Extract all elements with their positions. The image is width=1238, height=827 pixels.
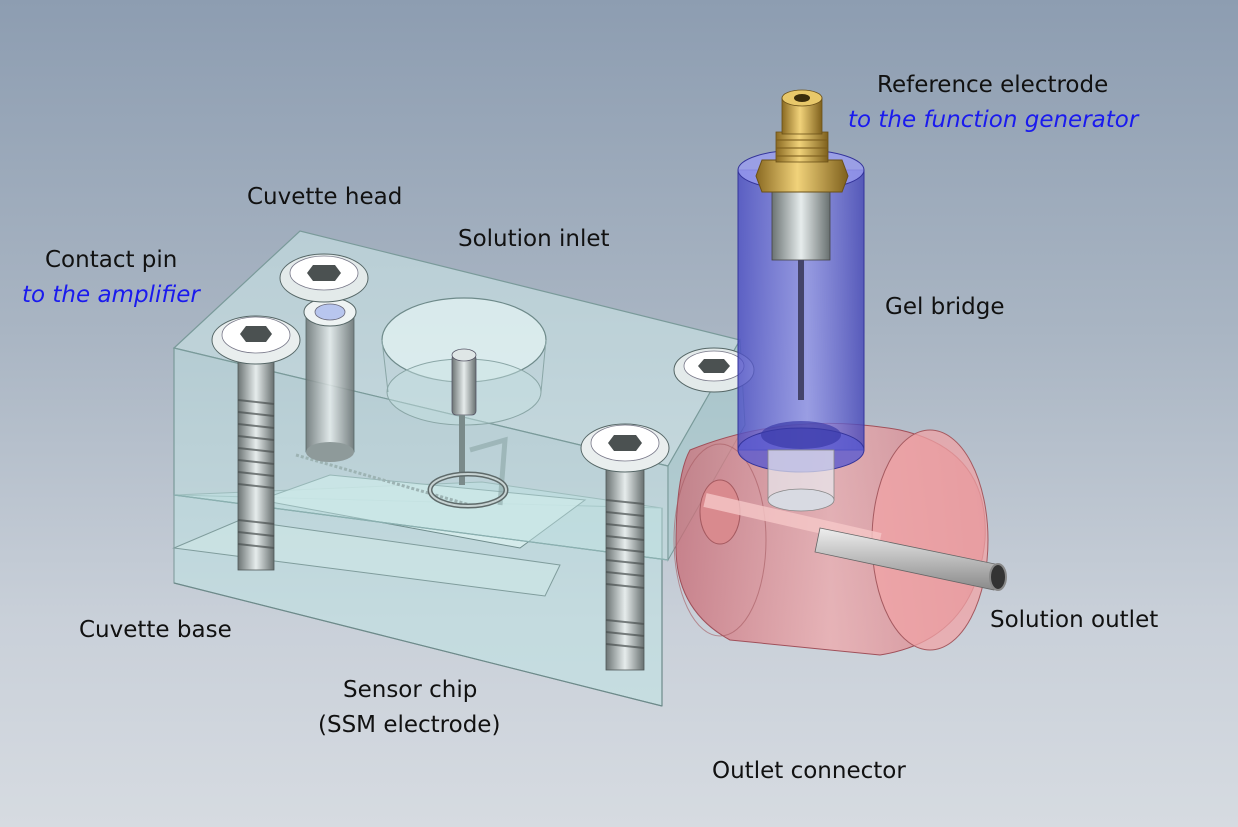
solution-outlet-tube <box>814 527 1007 591</box>
label-cuvette-head: Cuvette head <box>247 184 403 210</box>
screw-back-left <box>279 253 369 303</box>
screw-front-left <box>211 315 301 571</box>
note-to-amplifier: to the amplifier <box>22 282 200 308</box>
label-contact-pin: Contact pin <box>45 247 178 273</box>
screw-back-right <box>673 347 755 393</box>
label-outlet-connector: Outlet connector <box>712 758 906 784</box>
screw-front-right <box>580 423 670 671</box>
label-sensor-chip: Sensor chip <box>343 677 478 703</box>
label-solution-outlet: Solution outlet <box>990 607 1159 633</box>
label-gel-bridge: Gel bridge <box>885 294 1005 320</box>
note-to-function-generator: to the function generator <box>848 107 1139 133</box>
label-reference-electrode: Reference electrode <box>877 72 1109 98</box>
reference-electrode <box>755 89 849 400</box>
label-solution-inlet: Solution inlet <box>458 226 610 252</box>
solution-inlet-well <box>381 297 547 509</box>
label-sensor-chip-sub: (SSM electrode) <box>318 712 501 738</box>
label-cuvette-base: Cuvette base <box>79 617 232 643</box>
contact-pin <box>303 297 357 462</box>
